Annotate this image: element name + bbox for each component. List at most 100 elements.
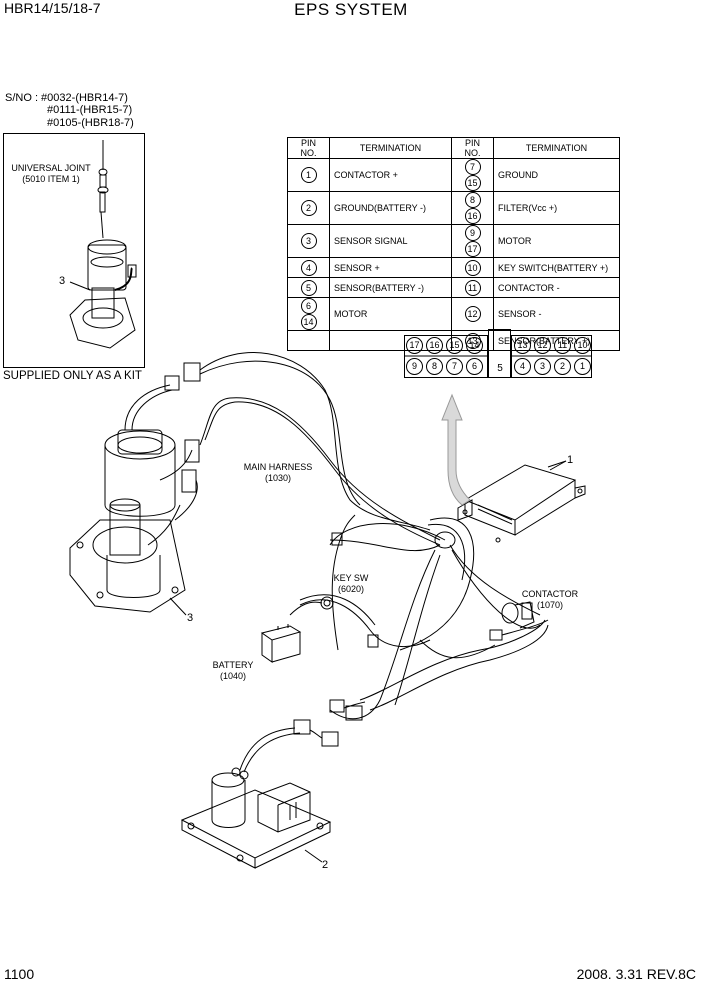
steering-motor — [69, 429, 187, 616]
connector-pin: 8 — [426, 358, 444, 376]
main-harness-name: MAIN HARNESS — [243, 462, 313, 472]
connector-pin: 11 — [554, 337, 572, 355]
pin-number: 2 — [300, 200, 317, 216]
termination-cell: CONTACTOR + — [329, 158, 452, 192]
key-switch — [289, 596, 334, 616]
pin-number-cell: 614 — [287, 297, 330, 331]
connector-pin: 17 — [406, 337, 424, 355]
pin-number-cell: 11 — [451, 277, 494, 298]
universal-joint-label: UNIVERSAL JOINT (5010 ITEM 1) — [5, 163, 97, 185]
serial-line-2: #0111-(HBR15-7) — [47, 104, 133, 116]
pin-number: 15 — [464, 175, 481, 191]
kit-inset-frame — [3, 133, 145, 368]
universal-joint-item: (5010 ITEM 1) — [22, 174, 80, 184]
connector-outline — [404, 329, 592, 378]
termination-cell: FILTER(Vcc +) — [493, 191, 620, 225]
connector-pin: 7 — [446, 358, 464, 376]
connector-pin-number: 5 — [497, 363, 503, 374]
key-sw-part-no: (6020) — [337, 584, 364, 594]
connector-pin-number: 16 — [426, 337, 443, 355]
pin-number: 5 — [300, 279, 317, 296]
connector-pin: 13 — [514, 337, 532, 355]
key-sw-label: KEY SW (6020) — [326, 573, 376, 595]
inset-callout-3: 3 — [59, 275, 66, 287]
connector-pin: 16 — [426, 337, 444, 355]
battery-name: BATTERY — [212, 660, 254, 670]
pin-number: 10 — [464, 259, 481, 276]
connector-pin: 14 — [466, 337, 484, 355]
connector-pin-number: 7 — [446, 358, 463, 376]
connector-pin: 1 — [574, 358, 592, 376]
connector-pin: 3 — [534, 358, 552, 376]
universal-joint-name: UNIVERSAL JOINT — [11, 163, 91, 173]
connector-pin-number: 17 — [406, 337, 423, 355]
battery-connector-pair — [329, 699, 366, 721]
eps-controller — [457, 460, 586, 543]
filter-callout: 2 — [322, 859, 329, 871]
connector-pin: 12 — [534, 337, 552, 355]
pin-number-cell: 1 — [287, 158, 330, 192]
controller-leader — [547, 460, 567, 468]
connector-pin: 2 — [554, 358, 572, 376]
connector-pin-number: 2 — [554, 358, 571, 376]
pin-number: 17 — [464, 241, 481, 257]
filter-assembly — [180, 719, 339, 869]
connector-pin-number: 10 — [574, 337, 591, 355]
connector-pin-number: 4 — [514, 358, 531, 376]
connector-pin-number: 6 — [466, 358, 483, 376]
model-code: HBR14/15/18-7 — [4, 0, 101, 16]
kit-note: SUPPLIED ONLY AS A KIT — [3, 370, 142, 382]
serial-line-1: S/NO : #0032-(HBR14-7) — [5, 92, 128, 104]
connector-pin-number: 15 — [446, 337, 463, 355]
connector-pin: 15 — [446, 337, 464, 355]
termination-cell: SENSOR - — [493, 297, 620, 331]
key-sw-name: KEY SW — [333, 573, 369, 583]
universal-joint-shaft — [97, 140, 109, 239]
connector-pin: 4 — [514, 358, 532, 376]
connector-pin: 9 — [406, 358, 424, 376]
connector-pin: 6 — [466, 358, 484, 376]
battery-label: BATTERY (1040) — [208, 660, 258, 682]
serial-line-3: #0105-(HBR18-7) — [47, 117, 134, 129]
pin-termination-table: PIN NO. TERMINATION PIN NO. TERMINATION … — [287, 137, 620, 351]
controller-callout: 1 — [567, 454, 574, 466]
connector-pin-number: 8 — [426, 358, 443, 376]
pin-number: 14 — [300, 314, 317, 330]
connector-pin-number: 1 — [574, 358, 591, 376]
main-harness — [299, 514, 549, 720]
connector-pin-number: 14 — [466, 337, 483, 355]
pin-number: 12 — [464, 306, 481, 322]
connector-pin-number: 3 — [534, 358, 551, 376]
up-arrow-icon — [441, 393, 471, 506]
pin-number: 1 — [300, 167, 317, 183]
connector-pin-number: 12 — [534, 337, 551, 355]
revision-date: 2008. 3.31 REV.8C — [576, 966, 696, 982]
pin-number: 16 — [464, 208, 481, 224]
termination-cell: GROUND — [493, 158, 620, 192]
battery — [260, 624, 302, 663]
page-title: EPS SYSTEM — [294, 0, 408, 19]
pin-number: 3 — [300, 233, 317, 249]
connector-pin-middle: 5 — [491, 358, 509, 376]
pin-number: 4 — [300, 259, 317, 276]
contactor-label: CONTACTOR (1070) — [515, 589, 585, 611]
contactor-name: CONTACTOR — [521, 589, 579, 599]
pin-number: 11 — [464, 279, 481, 296]
pin-number-cell: 2 — [287, 191, 330, 225]
contactor — [489, 601, 549, 641]
contactor-part-no: (1070) — [536, 600, 563, 610]
motor-wiring — [124, 352, 441, 546]
main-harness-label: MAIN HARNESS (1030) — [238, 462, 318, 484]
motor-callout: 3 — [187, 612, 194, 624]
main-harness-part-no: (1030) — [264, 473, 291, 483]
connector-pin: 10 — [574, 337, 592, 355]
battery-part-no: (1040) — [219, 671, 246, 681]
termination-cell: MOTOR — [493, 224, 620, 258]
inset-motor-assembly — [69, 239, 137, 349]
